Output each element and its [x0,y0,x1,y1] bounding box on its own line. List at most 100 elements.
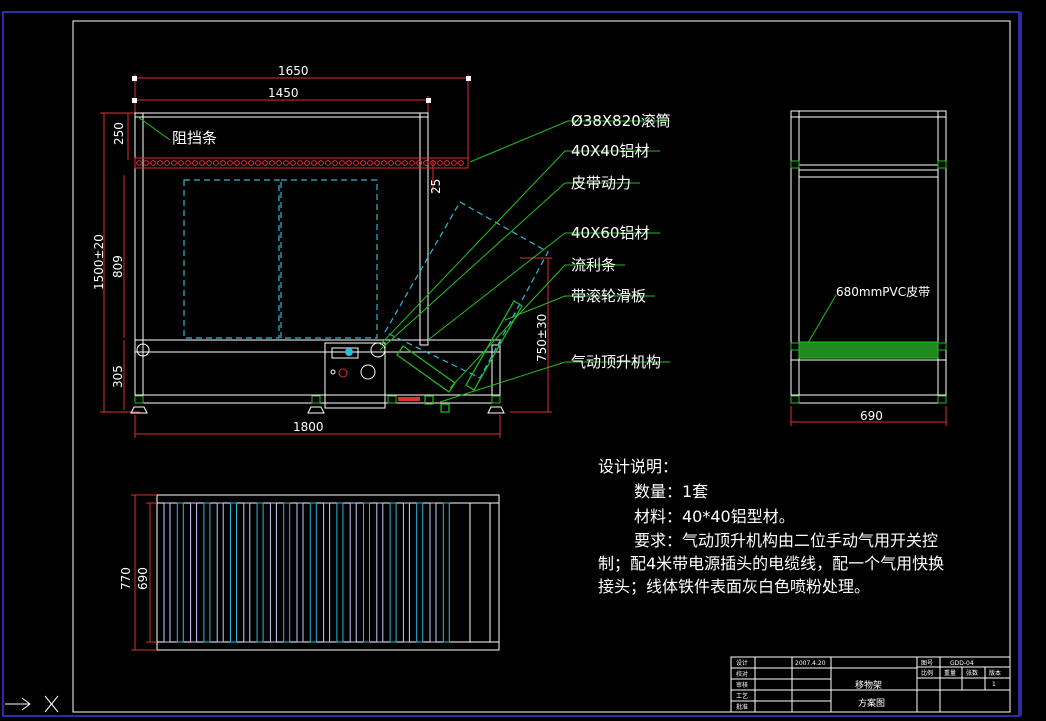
chain-link [381,160,387,166]
roller-chain [136,160,464,166]
chain-link [367,160,373,166]
tb-c1: 比例 [921,669,933,677]
callout-al60: 40X60铝材 [571,224,649,242]
plan-roller [163,502,171,643]
plan-roller [376,502,384,643]
callout-al40: 40X40铝材 [571,142,649,160]
callout-roller: Ø38X820滚筒 [571,112,671,130]
tb-code-label: 图号 [921,660,933,667]
tb-date: 2007.4.20 [795,660,826,667]
chain-link [206,160,212,166]
tb-r3: 审核 [736,681,748,689]
chain-link [199,160,205,166]
plan-roller [363,502,370,643]
dim-25: 25 [429,179,443,194]
plan-roller [190,502,198,643]
chain-link [269,160,275,166]
dim-1800: 1800 [293,420,324,434]
plan-roller [256,502,264,643]
dim-250: 250 [112,122,126,145]
plan-roller [243,502,251,643]
dim-1650: 1650 [278,64,309,78]
chain-link [297,160,303,166]
plan-roller [402,502,410,643]
plan-view: 770 690 [119,494,500,651]
plan-rollers [163,502,450,643]
chain-link [234,160,240,166]
dim-side-690: 690 [860,409,883,423]
tb-r2: 校对 [736,670,748,678]
dim-305: 305 [111,365,125,388]
callout-pvc-belt: 680mmPVC皮带 [836,285,930,299]
plan-roller [269,502,277,643]
chain-link [283,160,289,166]
chain-link [332,160,338,166]
plan-roller [323,502,331,643]
callout-stopper: 阻挡条 [172,129,217,147]
title-block: 设计 校对 审核 工艺 批准 2007.4.20 移物架 方案图 图号 GDD-… [730,656,1011,713]
chain-link [227,160,233,166]
dim-1450: 1450 [268,86,299,100]
chain-link [353,160,359,166]
notes-req3: 接头；线体铁件表面灰白色喷粉处理。 [598,577,870,596]
chain-link [304,160,310,166]
tb-c3: 张数 [966,669,978,677]
dim-plan-770: 770 [119,567,133,590]
chain-link [290,160,296,166]
chain-link [143,160,149,166]
plan-roller [389,502,397,643]
dim-plan-690: 690 [136,567,150,590]
inner-frame [72,20,1011,713]
tb-name: 移物架 [855,679,882,691]
chain-link [248,160,254,166]
plan-roller [230,502,237,643]
chain-link [409,160,415,166]
plan-roller [429,502,437,643]
chain-link [444,160,450,166]
chain-link [318,160,324,166]
chain-link [325,160,331,166]
notes-qty: 数量：1套 [634,482,708,501]
chain-link [430,160,436,166]
chain-link [402,160,408,166]
tb-r4: 工艺 [736,692,748,700]
chain-link [360,160,366,166]
notes-req1: 要求：气动顶升机构由二位手动气用开关控 [634,531,938,550]
chain-link [136,160,142,166]
chain-link [276,160,282,166]
chain-link [262,160,268,166]
tb-code: GDD-04 [950,660,974,667]
chain-link [164,160,170,166]
side-view: 680mmPVC皮带 690 [790,110,947,426]
callout-belt-power: 皮带动力 [571,174,631,192]
plan-roller [283,502,291,643]
chain-link [185,160,191,166]
chain-link [220,160,226,166]
chain-link [311,160,317,166]
chain-link [339,160,345,166]
chain-link [241,160,247,166]
notes-heading: 设计说明： [598,457,678,476]
callout-flow-strip: 流利条 [571,256,616,274]
tb-rev: 1 [992,681,996,688]
tb-r1: 设计 [736,659,748,667]
chain-link [437,160,443,166]
plan-roller [349,502,357,643]
chain-link [157,160,163,166]
plan-roller [203,502,211,643]
plan-roller [296,502,304,643]
chain-link [192,160,198,166]
chain-link [213,160,219,166]
chain-link [395,160,401,166]
callout-lift: 气动顶升机构 [571,353,661,371]
tb-c2: 重量 [944,669,956,677]
chain-link [171,160,177,166]
notes-req2: 制；配4米带电源插头的电缆线，配一个气用快换 [598,554,944,573]
tb-c4: 版本 [989,669,1001,677]
chain-link [458,160,464,166]
front-view: 1650 1450 1800 250 1500±20 809 305 25 75… [92,64,671,438]
chain-link [416,160,422,166]
chain-link [255,160,261,166]
dim-809: 809 [111,255,125,278]
